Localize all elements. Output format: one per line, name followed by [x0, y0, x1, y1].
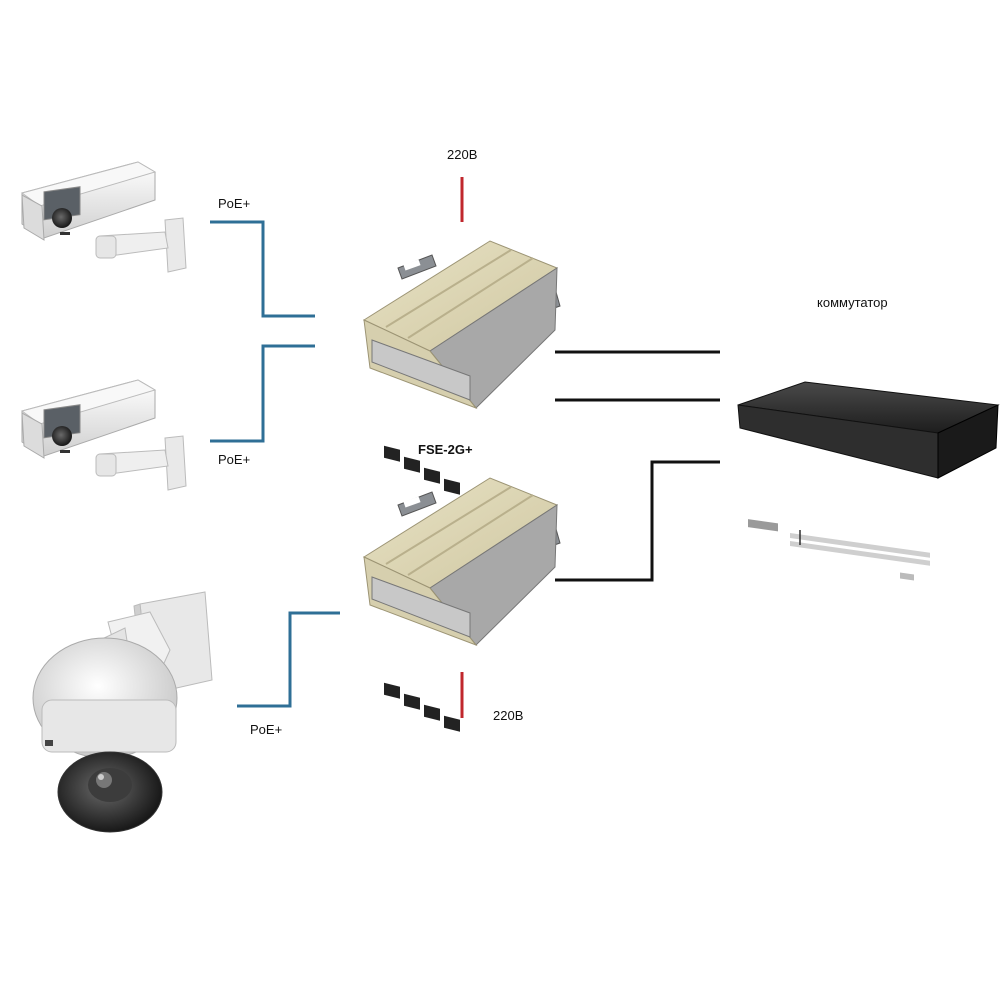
network-switch-icon: [737, 381, 1000, 581]
injector-model-label: FSE-2G+: [418, 442, 473, 457]
poe-label-camera-2: PoE+: [218, 452, 251, 467]
poe-injector-icon: [362, 477, 561, 732]
poe-injector-icon: [362, 240, 561, 495]
box-camera-icon: [20, 379, 187, 491]
poe-label-camera-3: PoE+: [250, 722, 283, 737]
poe-line-camera-3: [237, 611, 340, 708]
ptz-dome-camera-icon: [32, 591, 213, 833]
poe-line-camera-1: [210, 220, 315, 318]
uplink-line-3: [555, 460, 720, 582]
box-camera-icon: [20, 161, 187, 273]
switch-label: коммутатор: [817, 295, 888, 310]
power-label-top: 220В: [447, 147, 478, 162]
poe-line-camera-2: [210, 344, 315, 443]
power-label-bottom: 220В: [493, 708, 524, 723]
poe-label-camera-1: PoE+: [218, 196, 251, 211]
